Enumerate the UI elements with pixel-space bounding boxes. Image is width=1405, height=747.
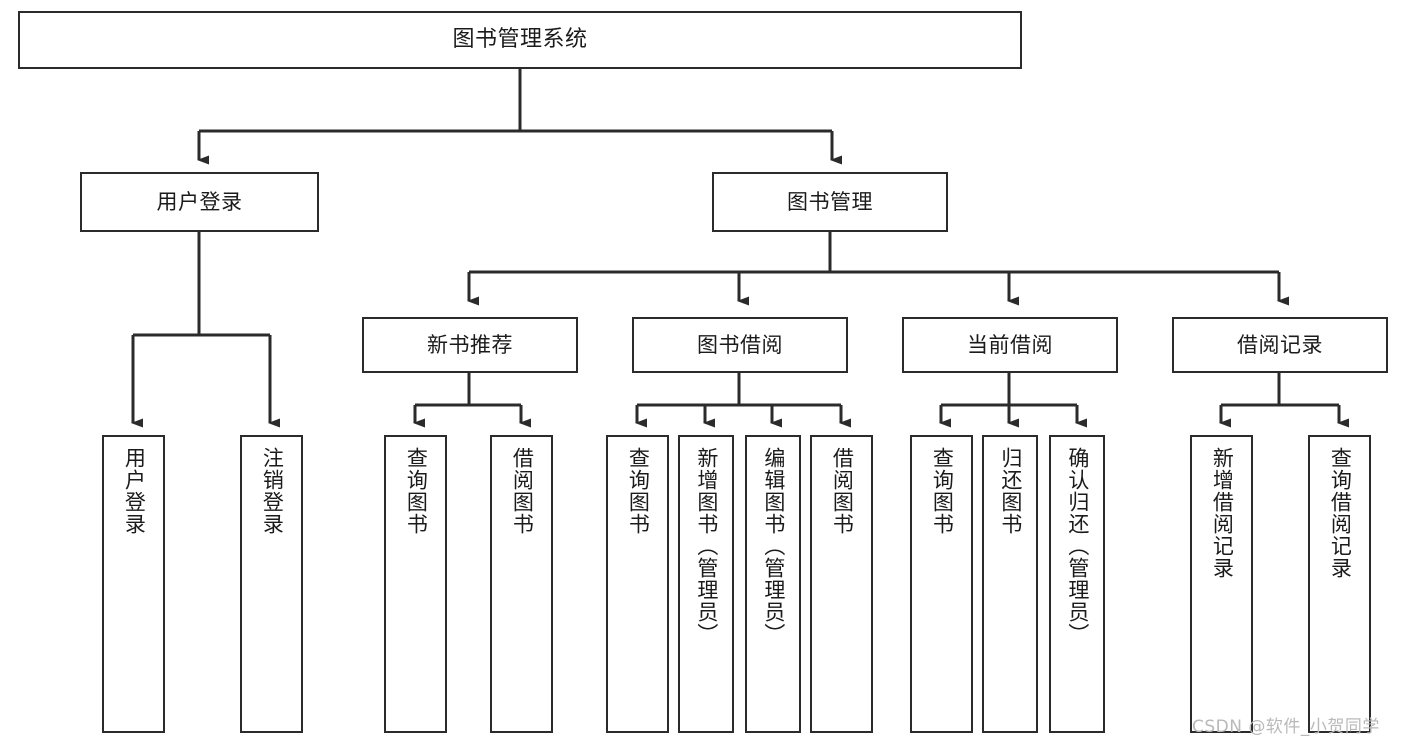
node-label: 归还图书 — [998, 447, 1023, 535]
node-label: 编辑图书（管理员） — [761, 447, 786, 645]
node-new-book-recommend[interactable]: 新书推荐 — [362, 317, 578, 373]
node-label: 确认归还（管理员） — [1065, 447, 1090, 645]
leaf-borrow-book-recommend[interactable]: 借阅图书 — [490, 435, 553, 733]
node-label: 图书管理系统 — [452, 27, 588, 53]
node-borrow-record[interactable]: 借阅记录 — [1172, 317, 1388, 373]
leaf-edit-book-admin[interactable]: 编辑图书（管理员） — [745, 435, 801, 733]
leaf-query-borrow-record[interactable]: 查询借阅记录 — [1308, 435, 1371, 733]
node-label: 查询图书 — [930, 447, 955, 535]
leaf-query-book-current[interactable]: 查询图书 — [910, 435, 973, 733]
node-current-borrow[interactable]: 当前借阅 — [902, 317, 1118, 373]
csdn-watermark: CSDN @软件_小贺同学 — [1192, 717, 1380, 737]
leaf-query-book-recommend[interactable]: 查询图书 — [384, 435, 447, 733]
node-label: 借阅图书 — [510, 447, 535, 535]
leaf-borrow-book[interactable]: 借阅图书 — [810, 435, 873, 733]
leaf-add-borrow-record[interactable]: 新增借阅记录 — [1190, 435, 1253, 733]
node-user-login[interactable]: 用户登录 — [80, 172, 319, 232]
leaf-logout[interactable]: 注销登录 — [240, 435, 303, 733]
node-book-borrow[interactable]: 图书借阅 — [632, 317, 848, 373]
node-label: 新增借阅记录 — [1210, 447, 1235, 579]
node-label: 用户登录 — [156, 189, 243, 214]
leaf-confirm-return-admin[interactable]: 确认归还（管理员） — [1049, 435, 1105, 733]
leaf-add-book-admin[interactable]: 新增图书（管理员） — [678, 435, 734, 733]
node-label: 查询图书 — [404, 447, 429, 535]
leaf-return-book[interactable]: 归还图书 — [982, 435, 1038, 733]
leaf-user-login[interactable]: 用户登录 — [102, 435, 165, 733]
node-label: 借阅图书 — [830, 447, 855, 535]
node-label: 新书推荐 — [427, 332, 513, 357]
node-book-management[interactable]: 图书管理 — [712, 172, 948, 232]
node-label: 查询借阅记录 — [1328, 447, 1353, 579]
leaf-query-book-borrow[interactable]: 查询图书 — [606, 435, 669, 733]
node-label: 当前借阅 — [967, 332, 1053, 357]
node-label: 新增图书（管理员） — [694, 447, 719, 645]
node-label: 注销登录 — [260, 447, 285, 535]
node-label: 图书借阅 — [697, 332, 783, 357]
node-label: 查询图书 — [626, 447, 651, 535]
node-label: 图书管理 — [787, 189, 873, 214]
node-label: 借阅记录 — [1237, 332, 1323, 357]
node-label: 用户登录 — [122, 447, 147, 535]
node-root-system[interactable]: 图书管理系统 — [18, 11, 1022, 69]
